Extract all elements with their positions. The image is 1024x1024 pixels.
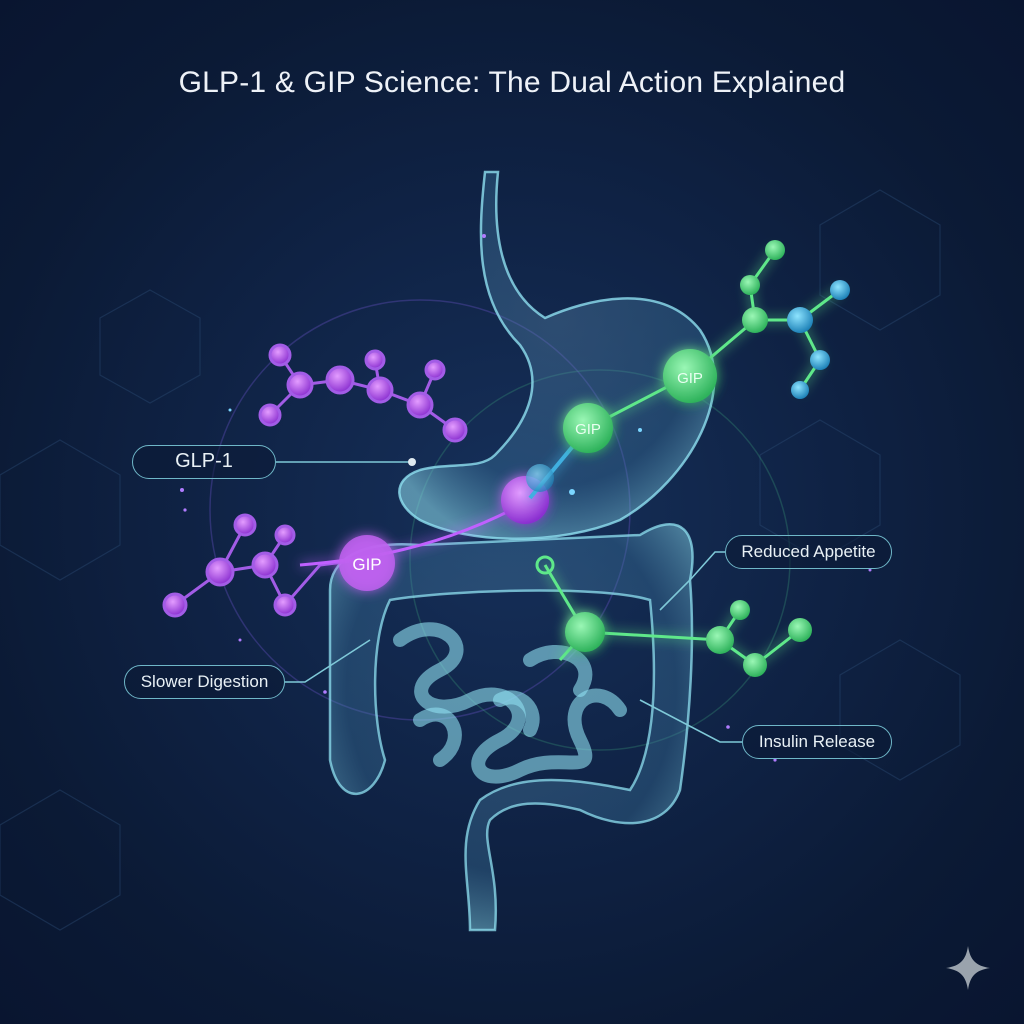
label-glp1: GLP-1 [132,445,276,479]
gip-node-purple [339,535,395,591]
glp1-molecule-bottom [162,513,361,618]
sparkle-icon [946,946,990,990]
label-insulin-release: Insulin Release [742,725,892,759]
label-slower-digestion: Slower Digestion [124,665,285,699]
label-reduced-appetite: Reduced Appetite [725,535,892,569]
page-title: GLP-1 & GIP Science: The Dual Action Exp… [178,66,846,99]
gip-node-green-2-label: GIP [677,370,703,387]
gip-node-green-1-label: GIP [575,421,601,438]
small-intestine [393,622,627,784]
callout-lines [276,461,742,743]
gip-node-green-1 [563,403,613,453]
gip-node-green-2 [663,349,717,403]
gip-node-purple-label: GIP [352,555,381,574]
stomach [398,170,716,540]
glp1-molecule-top [258,343,468,443]
